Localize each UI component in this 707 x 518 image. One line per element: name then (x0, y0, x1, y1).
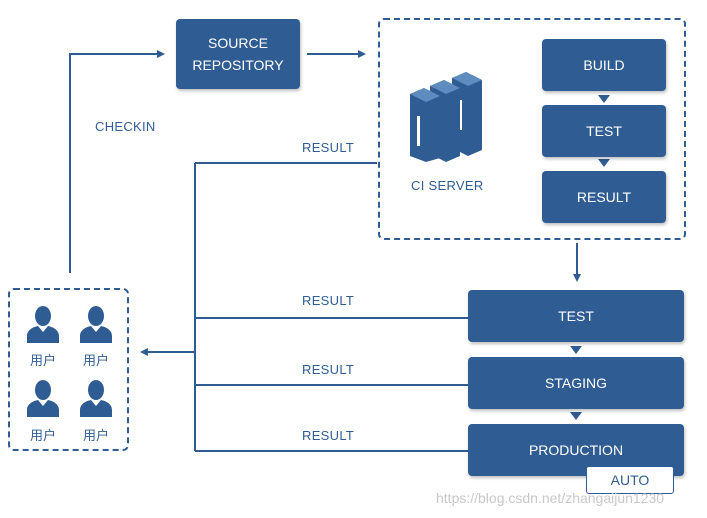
user-label: 用户 (82, 428, 109, 443)
users-group (8, 288, 129, 451)
user-icon (27, 306, 59, 343)
ci-step-result: RESULT (542, 171, 666, 223)
test-to-result-arrow (598, 159, 610, 167)
test-result-label: RESULT (302, 293, 355, 308)
user-label: 用户 (82, 353, 109, 368)
ci-step-test: TEST (542, 105, 666, 157)
ci-step-build: BUILD (542, 39, 666, 91)
checkin-label: CHECKIN (95, 119, 156, 134)
source-repository-box: SOURCE REPOSITORY (176, 19, 300, 89)
user-icon (80, 380, 112, 417)
ci-result-label: RESULT (302, 140, 355, 155)
repo-label-line2: REPOSITORY (192, 57, 284, 73)
deploy-step-staging: STAGING (468, 357, 684, 409)
staging-result-label: RESULT (302, 362, 355, 377)
ci-server-group (378, 18, 686, 240)
watermark-text: https://blog.csdn.net/zhangaijun1230 (436, 490, 665, 506)
test-to-staging-arrow (570, 346, 582, 354)
deploy-step-test: TEST (468, 290, 684, 342)
server-rack-icon (410, 72, 482, 162)
repo-label-line1: SOURCE (208, 35, 268, 51)
auto-badge: AUTO (586, 466, 674, 494)
production-result-label: RESULT (302, 428, 355, 443)
user-label: 用户 (29, 353, 56, 368)
user-icon (27, 380, 59, 417)
checkin-arrow (69, 50, 165, 273)
user-label: 用户 (29, 428, 56, 443)
build-to-test-arrow (598, 95, 610, 103)
staging-to-production-arrow (570, 412, 582, 420)
user-icon (80, 306, 112, 343)
ci-server-label: CI SERVER (411, 178, 484, 193)
